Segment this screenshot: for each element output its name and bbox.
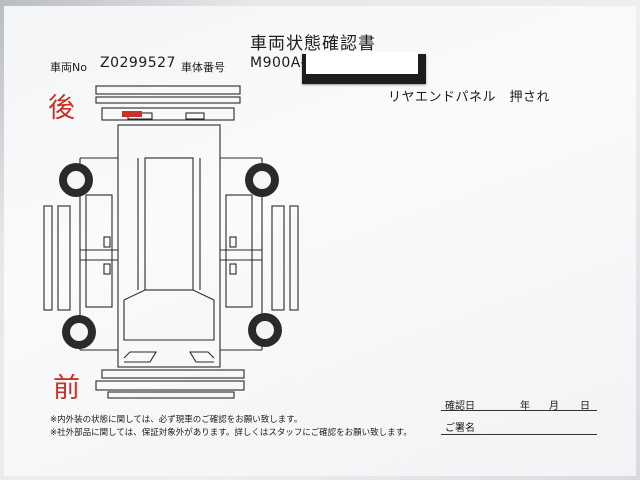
document-title: 車両状態確認書: [250, 34, 376, 54]
disclaimer-line-1: ※内外装の状態に関しては、必ず現車のご確認をお願い致します。: [50, 415, 303, 425]
chassis-number-label: 車体番号: [181, 61, 225, 74]
redaction-label: [306, 52, 418, 74]
red-damage-mark-icon: [122, 111, 142, 117]
car-number-label: 車両No: [50, 61, 87, 74]
year-label: 年: [520, 401, 530, 412]
month-label: 月: [549, 401, 559, 412]
chassis-number-value: M900A-: [250, 55, 307, 71]
day-label: 日: [580, 401, 590, 412]
disclaimer-line-2: ※社外部品に関しては、保証対象外があります。詳しくはスタッフにご確認をお願い致し…: [50, 428, 412, 438]
front-marker: 前: [53, 373, 80, 404]
car-number-value: Z0299527: [100, 55, 176, 71]
confirm-date-label: 確認日: [445, 401, 475, 412]
signature-underline: [441, 434, 597, 435]
signature-label: ご署名: [445, 423, 475, 434]
date-underline: [441, 410, 597, 411]
rear-marker: 後: [48, 93, 75, 124]
handwritten-damage-note: リヤエンドパネル 押され: [388, 90, 551, 105]
